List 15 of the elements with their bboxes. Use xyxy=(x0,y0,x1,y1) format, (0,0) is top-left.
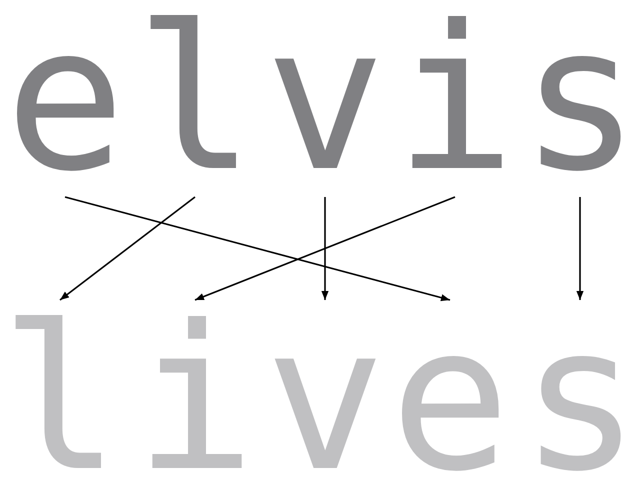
letter: i xyxy=(135,300,255,485)
arrow xyxy=(194,196,456,301)
arrow xyxy=(64,196,450,302)
letter: i xyxy=(395,0,515,185)
letter: s xyxy=(520,300,630,485)
letter: v xyxy=(265,0,385,185)
arrow xyxy=(576,197,584,300)
letter: l xyxy=(0,300,120,485)
arrow xyxy=(321,197,329,300)
letter: l xyxy=(135,0,255,185)
letter: e xyxy=(390,300,510,485)
arrow xyxy=(60,196,196,301)
letter: e xyxy=(5,0,125,185)
letter: v xyxy=(265,300,385,485)
letter: s xyxy=(520,0,630,185)
